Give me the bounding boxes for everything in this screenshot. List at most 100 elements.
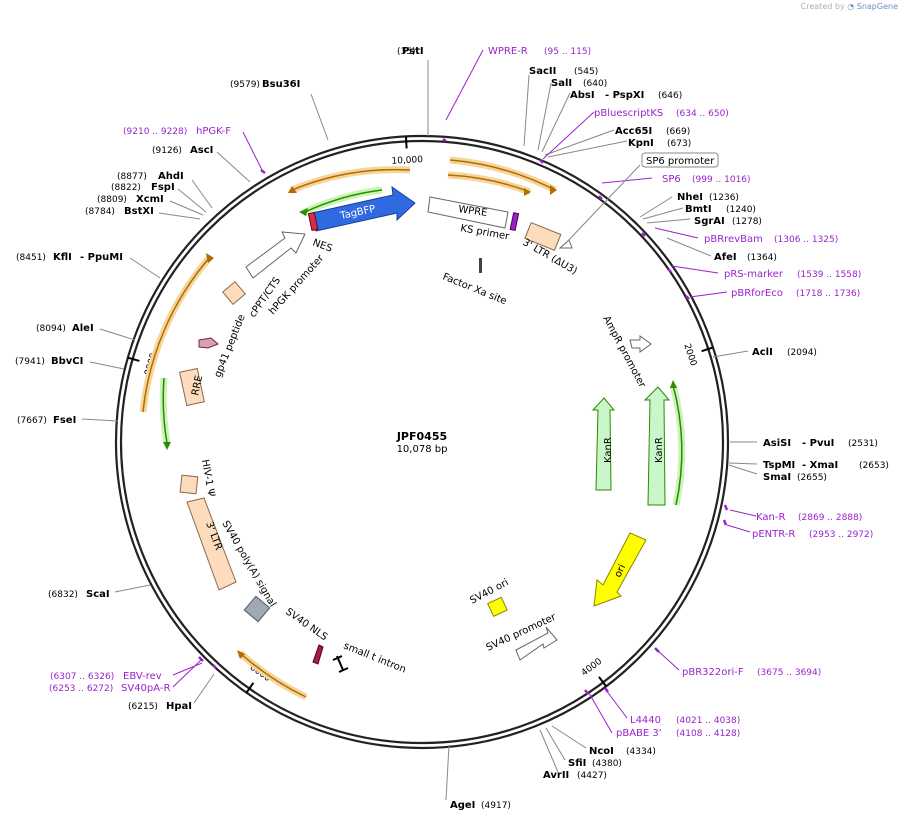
site-agei-pos: (4917) [481,801,511,811]
site-afei-name: AfeI [714,252,737,263]
hiv-psi-box [179,474,199,495]
site-hpai-name: HpaI [166,701,192,712]
tick-label-1: 4000 [580,657,605,679]
sp6-promoter-leader [564,164,641,245]
primer-sp6-name: SP6 [662,174,681,185]
primer-l4440-name: L4440 [630,715,661,726]
site-hpai-pos: (6215) [128,702,158,712]
primer-pbrrevbam-name: pBRrevBam [704,234,763,245]
site-kfli-pos: (8451) [16,253,46,263]
kanr-arrow-2 [643,386,671,506]
primer-pbluescriptks-pos: (634 .. 650) [676,109,729,119]
primer-pbr322ori-f-pos: (3675 .. 3694) [757,668,821,678]
ks-primer-marker [509,212,520,232]
primer-pbrforeco-pos: (1718 .. 1736) [796,289,860,299]
primer-pbluescriptks-name: pBluescriptKS [594,108,663,119]
backbone-inner [119,139,725,745]
primer-pbrrevbam-pos: (1306 .. 1325) [774,235,838,245]
site-pvui-name: - PvuI [802,438,834,449]
wpre-box [427,196,509,229]
site-asisi-pos: (2531) [848,439,878,449]
plasmid-length: 10,078 bp [397,444,448,455]
hpgk-promoter-arrow [245,231,306,279]
cppt-box [222,281,246,305]
site-nhei-pos: (1236) [709,193,739,203]
site-sgrai-name: SgrAI [694,216,725,227]
sv40-nls-marker [312,644,324,665]
tick-mark-1 [598,676,607,687]
site-xcmi-name: XcmI [136,194,164,205]
primer-label-lines [172,49,757,734]
feature-kanr1-label: KanR [603,437,614,463]
site-kpni-pos: (673) [667,139,691,149]
site-scai-pos: (6832) [48,590,78,600]
rre-box [179,367,205,407]
feature-kanr2-label: KanR [654,437,665,463]
site-fsei-name: FseI [53,415,76,426]
site-sfii-name: SfiI [568,758,586,769]
primer-kan-r-name: Kan-R [756,512,785,523]
feature-small-t-label: small t intron [342,641,408,676]
site-asci-name: AscI [190,145,213,156]
sv40-polya-box [243,595,271,623]
site-bstxi-name: BstXI [124,206,154,217]
site-psti-pos: (35) [397,47,415,57]
ampr-promoter-arrow [629,335,652,353]
feature-wpre-label: WPRE [458,204,488,219]
factor-xa-marker [479,258,482,273]
site-psti-name: PstI [402,46,424,57]
site-alei-name: AleI [72,323,94,334]
sv40-ori-box [487,596,508,617]
site-ahdi-name: AhdI [158,171,184,182]
primer-sp6-pos: (999 .. 1016) [692,175,751,185]
site-asci-pos: (9126) [152,146,182,156]
tick-mark-0 [701,346,714,353]
sp6-promoter-arrow [558,239,573,249]
site-bbvci-name: BbvCI [51,356,83,367]
site-scai-name: ScaI [86,589,110,600]
snapgene-logo-icon: ◔ [847,2,855,11]
credit-prefix: Created by [800,2,845,11]
site-agei-name: AgeI [450,800,475,811]
feature-ampr-promoter-label: AmpR promoter [600,314,647,390]
site-smai-pos: (2655) [797,473,827,483]
site-acli-pos: (2094) [787,348,817,358]
tick-label-0: 2000 [681,343,698,368]
plasmid-name: JPF0455 [396,430,447,443]
tick-label-4: 10,000 [391,155,423,167]
primer-kan-r-pos: (2869 .. 2888) [798,513,862,523]
site-sgrai-pos: (1278) [732,217,762,227]
primer-pbabe3-name: pBABE 3' [616,728,662,739]
site-acc65i-pos: (669) [666,127,690,137]
site-avrii-name: AvrII [543,770,569,781]
site-fsei-pos: (7667) [17,416,47,426]
feature-nes-label: NES [311,237,334,254]
feature-gp41-label: gp41 peptide [213,313,248,379]
feature-ori-label: ori [613,563,628,579]
site-sacii-name: SacII [529,66,556,77]
site-acc65i-name: Acc65I [615,126,652,137]
site-xcmi-pos: (8809) [97,195,127,205]
site-fspi-pos: (8822) [111,183,141,193]
primer-ebv-rev-pos: (6307 .. 6326) [50,672,114,682]
site-pspxi-name: - PspXI [605,90,644,101]
small-t-intron-marker [332,655,349,673]
feature-hiv-psi-label: HIV-1 Ψ [199,459,216,498]
site-bsu36i-pos: (9579) [230,80,260,90]
backbone-outer [114,134,730,750]
primer-pbr322ori-f-name: pBR322ori-F [682,667,744,678]
arc-arrowheads [206,185,557,659]
site-sacii-pos: (545) [574,67,598,77]
site-afei-pos: (1364) [747,253,777,263]
site-ncoi-pos: (4334) [626,747,656,757]
ori-arrow [593,532,647,607]
primer-prs-marker-name: pRS-marker [724,269,784,280]
kanr-arrow-1 [591,397,616,491]
primer-hpgk-f-name: hPGK-F [196,126,231,137]
site-label-lines [81,60,758,801]
primer-labels: WPRE-R (95 .. 115) pBluescriptKS (634 ..… [49,46,873,739]
site-ppumi-name: - PpuMI [80,252,123,263]
site-kpni-name: KpnI [628,138,654,149]
primer-binding-marks [198,137,729,695]
feature-factor-xa-label: Factor Xa site [441,272,508,308]
